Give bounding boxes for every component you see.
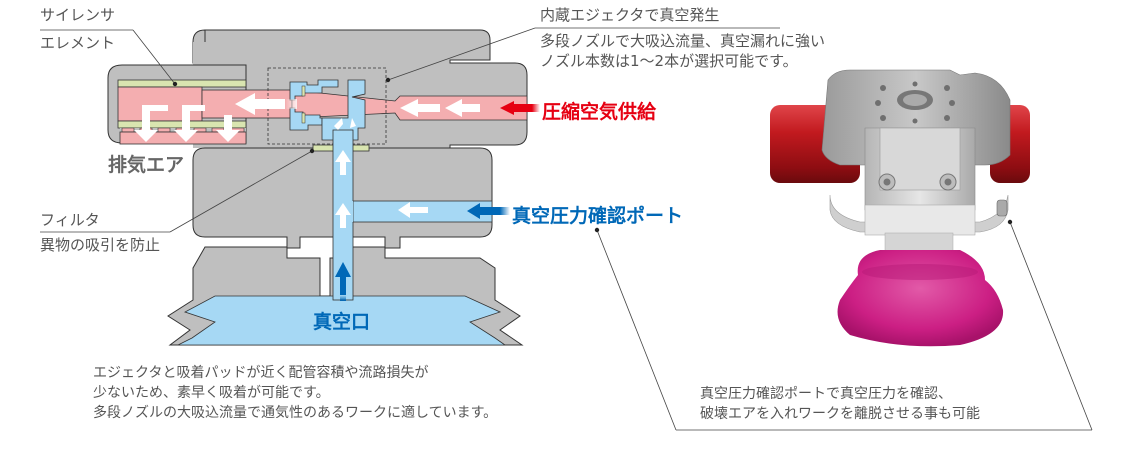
vacuum-port-label: 真空口	[313, 311, 371, 333]
vacuum-flow-arrows	[334, 118, 428, 228]
silencer-element-top	[117, 79, 247, 88]
exhaust-air-label: 排気エア	[108, 154, 185, 176]
ejector-callout-desc-line2: ノズル本数は1〜2本が選択可能です。	[540, 52, 798, 70]
vacuum-check-arrow	[467, 203, 500, 219]
vacuum-port-arrow	[335, 262, 351, 295]
ejector-callout-title: 内蔵エジェクタで真空発生	[540, 6, 720, 24]
compressed-air-label: 圧縮空気供給	[542, 101, 657, 123]
vacuum-check-port-label: 真空圧力確認ポート	[512, 205, 684, 227]
photo-note-line2: 破壊エアを入れワークを離脱させる事も可能	[700, 406, 980, 422]
photo-note-line1: 真空圧力確認ポートで真空圧力を確認、	[700, 386, 952, 402]
exhaust-flow-arrows	[134, 105, 240, 142]
silencer-label-line2: エレメント	[40, 34, 116, 52]
silencer-label-line1: サイレンサ	[40, 6, 116, 24]
description-line1: エジェクタと吸着パッドが近く配管容積や流路損失が	[93, 365, 429, 381]
photo-note: 真空圧力確認ポートで真空圧力を確認、 破壊エアを入れワークを離脱させる事も可能	[700, 384, 980, 424]
description-text: エジェクタと吸着パッドが近く配管容積や流路損失が 少ないため、素早く吸着が可能で…	[93, 363, 497, 423]
ejector-callout-desc-line1: 多段ノズルで大吸込流量、真空漏れに強い	[540, 32, 826, 50]
filter-label: フィルタ	[40, 211, 100, 229]
description-line2: 少ないため、素早く吸着が可能です。	[93, 385, 330, 401]
compressed-air-flow-arrows	[235, 93, 480, 117]
filter-desc: 異物の吸引を防止	[40, 236, 161, 254]
leader-lines	[40, 27, 1093, 431]
compressed-air-input-arrow	[500, 101, 532, 115]
description-line3: 多段ノズルの大吸込流量で通気性のあるワークに適しています。	[93, 405, 498, 421]
